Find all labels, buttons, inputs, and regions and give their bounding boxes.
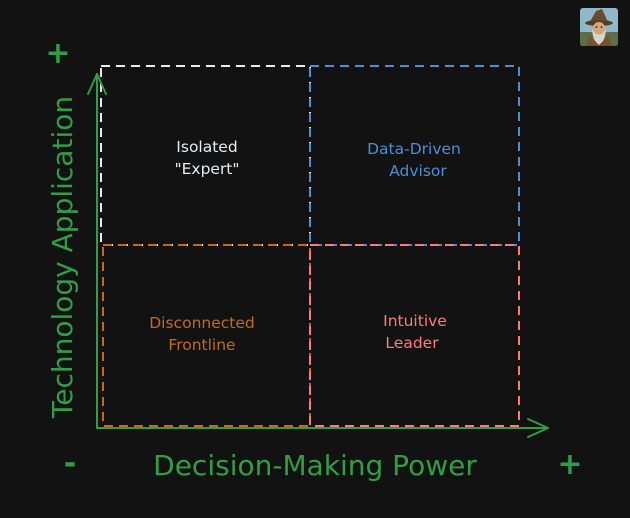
quadrant-top-left-line1: Isolated [176,138,237,156]
avatar [580,8,618,46]
quadrant-top-right-label: Data-Driven Advisor [367,140,461,180]
quadrant-top-left-label: Isolated "Expert" [174,138,239,178]
y-axis-arrowhead-icon [87,73,107,95]
x-axis-arrowhead-icon [527,418,549,438]
quadrant-bottom-right-line1: Intuitive [383,312,447,330]
quadrant-bottom-left-line1: Disconnected [149,314,254,332]
y-axis-title: Technology Application [46,96,79,419]
quadrant-bottom-right-label: Intuitive Leader [383,312,447,352]
quadrant-top-left-line2: "Expert" [174,160,239,178]
quadrant-top-right-line1: Data-Driven [367,140,461,158]
quadrant-bottom-left-line2: Frontline [168,336,235,354]
y-axis [87,73,107,429]
x-axis-minus-sign: - [64,446,76,481]
x-axis-title: Decision-Making Power [153,449,477,482]
x-axis-plus-sign: + [557,447,582,482]
x-axis [96,418,549,438]
wizard-avatar-icon [580,8,618,46]
y-axis-plus-sign: + [45,36,70,71]
quadrant-bottom-left-label: Disconnected Frontline [149,314,254,354]
quadrant-bottom-right-line2: Leader [385,334,439,352]
quadrant-top-right-line2: Advisor [389,162,447,180]
